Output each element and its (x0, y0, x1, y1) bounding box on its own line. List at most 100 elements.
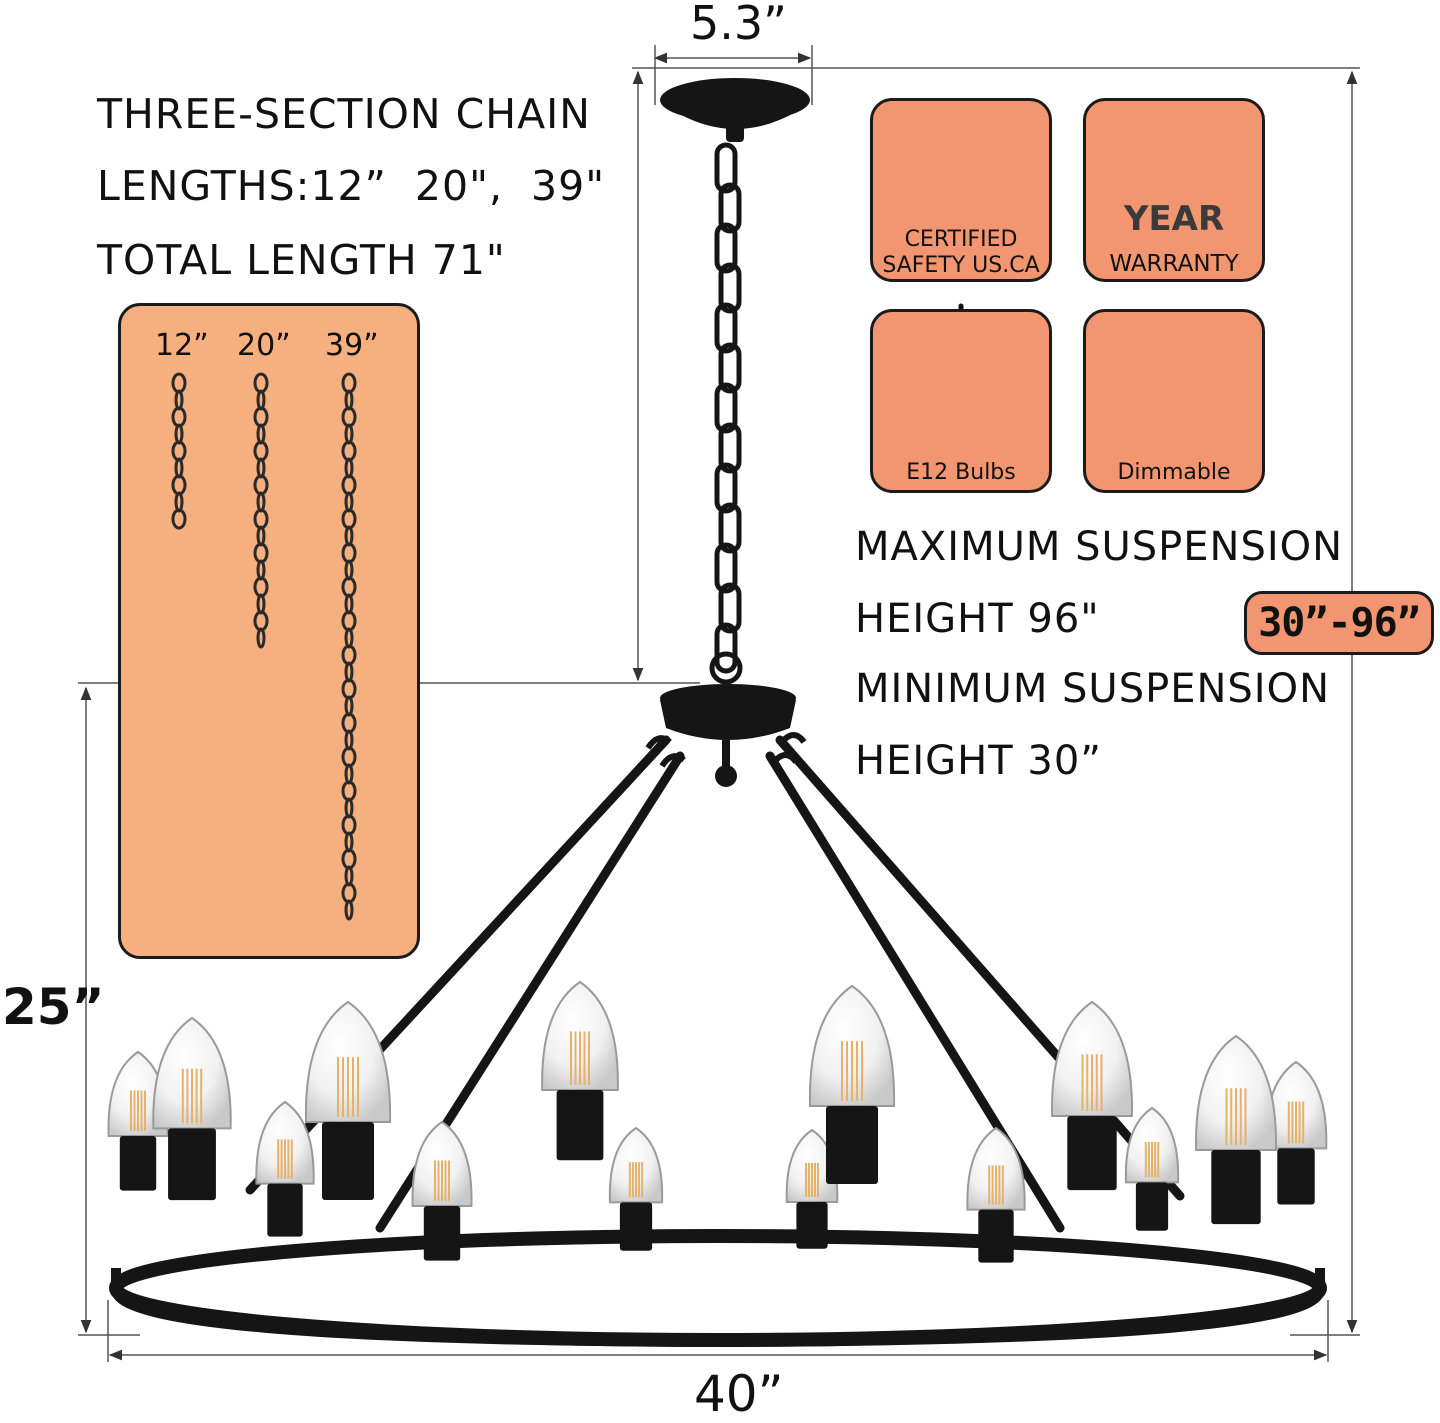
max-suspension-line2: HEIGHT 96" (855, 596, 1100, 642)
sample-chain-link (253, 508, 269, 530)
sample-chain-link (256, 559, 266, 581)
chain-link (718, 182, 742, 234)
sample-chain-link (256, 525, 266, 547)
sample-chain-link (171, 508, 187, 530)
chain-link (714, 622, 738, 674)
sample-chain-link (174, 491, 184, 513)
chain-link (718, 422, 742, 474)
chain-label-39: 39” (325, 328, 379, 363)
edison-bulb (541, 980, 619, 1161)
sample-chain-link (341, 644, 357, 666)
chain-total-length: TOTAL LENGTH 71" (97, 236, 506, 284)
canopy-width-dimension (653, 45, 813, 105)
sample-chain-link (171, 440, 187, 462)
ul-line2: SAFETY US.CA (882, 253, 1040, 278)
sample-chains (171, 372, 357, 921)
sample-chain-link (174, 389, 184, 411)
sample-chain-link (344, 627, 354, 649)
chain-label-20: 20” (237, 328, 291, 363)
sample-chain-link (341, 508, 357, 530)
sample-chain-link (341, 780, 357, 802)
bulbs-front-row (107, 980, 1277, 1225)
sample-chain-link (341, 678, 357, 700)
warranty-line2: WARRANTY (1109, 251, 1239, 277)
sample-chain-link (344, 831, 354, 853)
arm-hooks (645, 732, 807, 768)
min-suspension-line1: MINIMUM SUSPENSION (855, 666, 1331, 712)
sample-chain-link (344, 899, 354, 921)
sample-chain-link (341, 882, 357, 904)
sample-chain-link (344, 423, 354, 445)
fixture-width-dimension (107, 1300, 1329, 1362)
chain-link (718, 502, 742, 554)
fixture-height-label: 25” (2, 978, 105, 1036)
wheel-ring (109, 1229, 1327, 1348)
center-hub (660, 684, 796, 787)
sample-chain-link (253, 372, 269, 394)
edison-bulb (808, 984, 896, 1184)
warranty-badge: YEAR WARRANTY (1083, 98, 1265, 282)
sample-chain-link (344, 559, 354, 581)
sample-chain-link (253, 542, 269, 564)
edison-bulb (966, 1126, 1026, 1263)
edison-bulb (304, 1000, 392, 1200)
edison-bulb (1051, 1000, 1133, 1191)
overall-height-dimension (632, 67, 1360, 1336)
chain-lengths: LENGTHS:12” 20", 39" (97, 162, 606, 210)
sample-chain-link (253, 474, 269, 496)
sample-chain-link (344, 389, 354, 411)
sample-chain-link (341, 542, 357, 564)
sample-chain-link (171, 474, 187, 496)
chain-loop (709, 651, 743, 685)
sample-chain-link (341, 440, 357, 462)
sample-chain-link (344, 491, 354, 513)
edison-bulb (1124, 1106, 1180, 1231)
sample-chain-link (344, 695, 354, 717)
warranty-line1: YEAR (1123, 199, 1225, 239)
sample-chain-link (344, 593, 354, 615)
sample-chain-link (341, 712, 357, 734)
sample-chain-link (174, 423, 184, 445)
sample-chain-link (256, 389, 266, 411)
sample-chain-link (253, 610, 269, 632)
edison-bulb (255, 1100, 315, 1237)
e12-bulbs-badge: E12 Bulbs (870, 309, 1052, 493)
sample-chain-link (344, 525, 354, 547)
sample-chain-link (171, 406, 187, 428)
sample-chain-link (344, 865, 354, 887)
sample-chain-link (341, 474, 357, 496)
bulbs-label: E12 Bulbs (906, 460, 1016, 485)
ul-certified-badge: CERTIFIED SAFETY US.CA (870, 98, 1052, 282)
chain-link (714, 302, 738, 354)
sample-chain-link (341, 406, 357, 428)
dimmable-label: Dimmable (1117, 460, 1231, 485)
chain-link (714, 382, 738, 434)
min-suspension-line2: HEIGHT 30” (855, 738, 1102, 784)
sample-chain-link (344, 729, 354, 751)
suspension-range-badge: 30”-96” (1244, 591, 1434, 655)
sample-chain-link (253, 406, 269, 428)
sample-chain-link (341, 746, 357, 768)
ceiling-canopy (660, 78, 810, 142)
chain-link (714, 142, 738, 194)
chain-link (714, 462, 738, 514)
sample-chain-link (174, 457, 184, 479)
sample-chain-link (341, 610, 357, 632)
chain-link (714, 542, 738, 594)
chain-comparison-panel: 12” 20” 39” (118, 303, 420, 959)
sample-chain-link (256, 457, 266, 479)
hanging-chain (714, 142, 742, 674)
chain-link (714, 222, 738, 274)
sample-chain-link (341, 372, 357, 394)
edison-bulb (411, 1120, 473, 1261)
sample-chain-link (253, 440, 269, 462)
sample-chain-link (256, 627, 266, 649)
edison-bulb (1195, 1034, 1277, 1225)
sample-chain-link (344, 797, 354, 819)
canopy-width-label: 5.3” (690, 0, 787, 50)
sample-chain-link (171, 372, 187, 394)
sample-chain-link (341, 814, 357, 836)
chain-title: THREE-SECTION CHAIN (97, 90, 591, 138)
chain-label-12: 12” (155, 328, 209, 363)
